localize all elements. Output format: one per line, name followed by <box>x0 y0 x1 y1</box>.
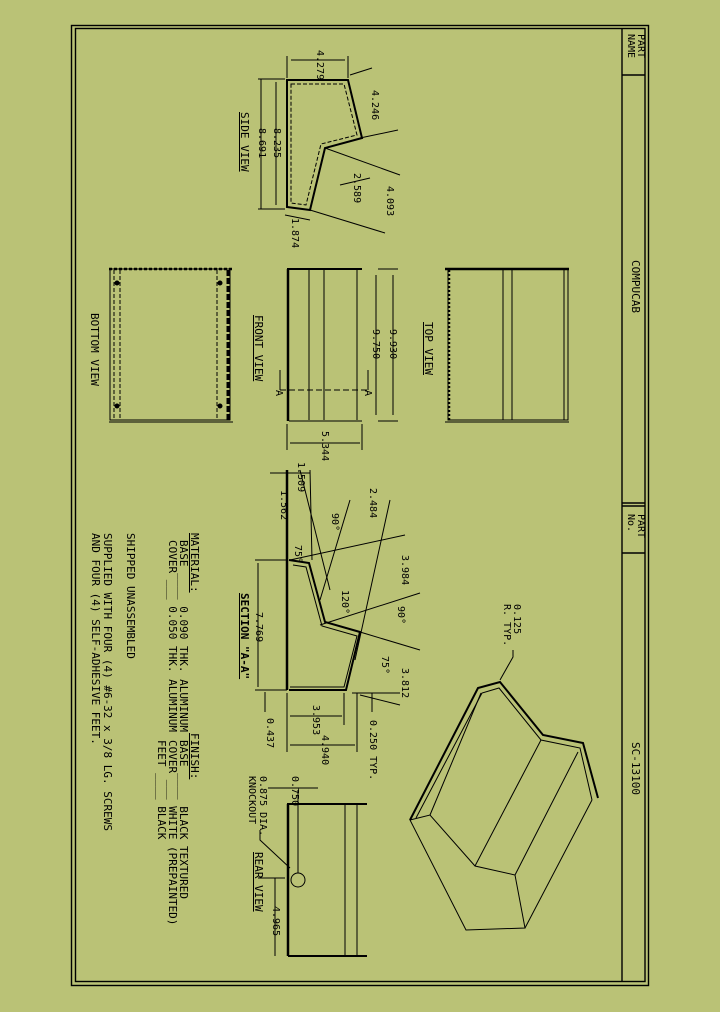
shipped-note: SHIPPED UNASSEMBLED <box>124 533 137 659</box>
sec-dim-3953: 3.953 <box>310 705 321 736</box>
material-cover: COVER ___ 0.050 THK. ALUMINUM <box>166 540 179 733</box>
rear-view-label: REAR VIEW <box>252 852 265 912</box>
rear-dim-0750: 0.750 <box>289 776 300 807</box>
section-aa-label: SECTION "A-A" <box>238 593 251 680</box>
sec-dim-3812: 3.812 <box>399 668 410 699</box>
sec-angle-75-a: 75° <box>292 545 303 564</box>
side-dim-4246: 4.246 <box>369 90 380 121</box>
part-name-value: COMPUCAB <box>629 260 642 313</box>
sec-dim-3984: 3.984 <box>399 555 410 586</box>
border-frame <box>70 24 650 987</box>
bottom-view-drawing <box>109 267 233 423</box>
front-view-label: FRONT VIEW <box>252 315 265 382</box>
sec-dim-1509: 1.509 <box>295 462 306 493</box>
bottom-view-label: BOTTOM VIEW <box>88 313 101 386</box>
rear-view-drawing <box>258 787 367 957</box>
radius-callout: 0.125 R. TYP. <box>501 604 522 647</box>
section-marker-a-right: A <box>362 390 373 397</box>
section-marker-a-left: A <box>273 390 284 397</box>
part-no-value: SC-13100 <box>629 742 642 795</box>
supplied-note-2: AND FOUR (4) SELF-ADHESIVE FEET. <box>89 533 102 745</box>
sec-angle-120: 120° <box>339 590 350 615</box>
supplied-note-1: SUPPLIED WITH FOUR (4) #6-32 x 3/8 LG. S… <box>101 533 114 832</box>
side-dim-1874: 1.874 <box>289 218 300 249</box>
part-name-label: PART NAME <box>625 34 646 59</box>
sec-dim-0437: 0.437 <box>264 718 275 749</box>
sec-angle-90-b: 90° <box>395 606 406 625</box>
front-dim-9750: 9.750 <box>370 329 381 360</box>
sec-dim-4940: 4.940 <box>319 735 330 766</box>
side-view-label: SIDE VIEW <box>238 112 251 172</box>
sec-dim-2484: 2.484 <box>367 488 378 519</box>
finish-feet: FEET ____ BLACK <box>155 740 168 840</box>
top-view-label: TOP VIEW <box>422 322 435 375</box>
knockout-callout: 0.875 DIA. KNOCKOUT <box>246 776 268 837</box>
sec-angle-90-a: 90° <box>329 513 340 532</box>
sec-angle-75-b: 75° <box>379 656 390 675</box>
isometric-drawing <box>409 650 599 931</box>
side-dim-2589: 2.589 <box>351 173 362 204</box>
side-dim-4093: 4.093 <box>384 186 395 217</box>
sec-dim-1562: 1.562 <box>278 490 289 521</box>
front-dim-9930: 9.930 <box>387 329 398 360</box>
sec-dim-7769: 7.769 <box>253 612 264 643</box>
side-dim-8691: 8.691 <box>256 128 267 159</box>
side-view-drawing <box>258 56 401 234</box>
top-view-drawing <box>445 267 569 423</box>
part-no-label: PART No. <box>625 514 646 539</box>
front-view-drawing <box>279 268 398 450</box>
front-dim-5344: 5.344 <box>319 431 330 462</box>
side-dim-4279: 4.279 <box>314 50 325 81</box>
section-aa-drawing <box>255 469 421 752</box>
sec-dim-0250-typ: 0.250 TYP. <box>367 720 378 781</box>
rear-dim-4965: 4.965 <box>270 906 281 937</box>
side-dim-8235: 8.235 <box>271 128 282 159</box>
